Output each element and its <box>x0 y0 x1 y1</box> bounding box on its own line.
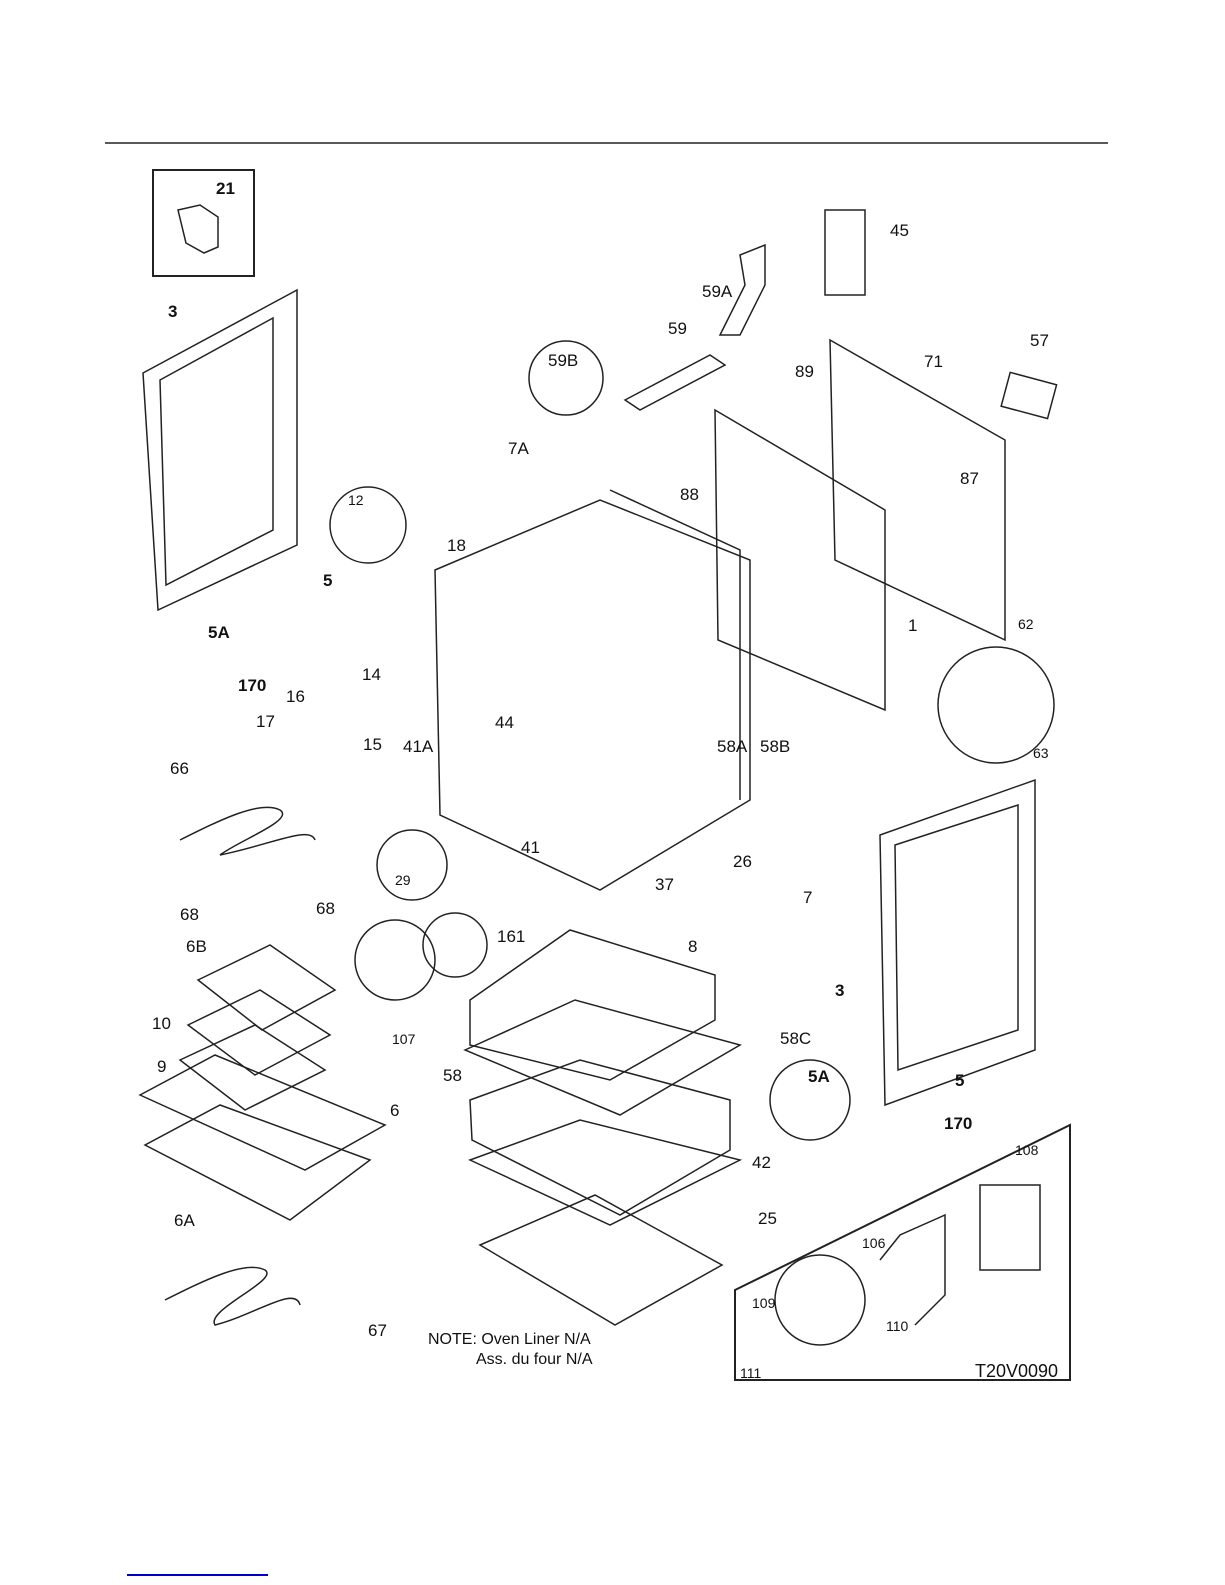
part-label: 16 <box>286 688 305 705</box>
left-door-window <box>160 318 273 585</box>
part-label: 9 <box>157 1058 166 1075</box>
motor-108 <box>980 1185 1040 1270</box>
part-label: 59A <box>702 283 732 300</box>
part-label: 57 <box>1030 332 1049 349</box>
part-label: 41A <box>403 738 433 755</box>
part-label: 88 <box>680 486 699 503</box>
part-label: 68 <box>316 900 335 917</box>
insulation-58c <box>465 1000 740 1115</box>
part-label: 10 <box>152 1015 171 1032</box>
part-label: 3 <box>835 982 844 999</box>
inset-box-21 <box>153 170 254 276</box>
part-label: 3 <box>168 303 177 320</box>
part-label: 5 <box>323 572 332 589</box>
right-door <box>880 780 1035 1105</box>
part-label: 58A <box>717 738 747 755</box>
part-label: 6B <box>186 938 207 955</box>
part-label: 62 <box>1018 617 1034 631</box>
part-label: 7 <box>803 889 812 906</box>
part-label: 26 <box>733 853 752 870</box>
part-label: 59B <box>548 352 578 369</box>
part-label: 106 <box>862 1236 885 1250</box>
part-label: 63 <box>1033 746 1049 760</box>
part-label: 44 <box>495 714 514 731</box>
broil-pan-9 <box>180 1025 325 1110</box>
bracket-106 <box>880 1215 945 1325</box>
part-label: 15 <box>363 736 382 753</box>
part-label: 66 <box>170 760 189 777</box>
fan-cover-107 <box>355 920 435 1000</box>
callout-29 <box>377 830 447 900</box>
fan-blade-109 <box>775 1255 865 1345</box>
part-label: 109 <box>752 1296 775 1310</box>
part-label: 8 <box>688 938 697 955</box>
bottom-panel-25 <box>480 1195 722 1325</box>
part-label: 5A <box>808 1068 830 1085</box>
part-label: 37 <box>655 876 674 893</box>
note-line-1: NOTE: Oven Liner N/A <box>428 1330 591 1350</box>
part-label: 87 <box>960 470 979 487</box>
part-label: 67 <box>368 1322 387 1339</box>
part-label: 25 <box>758 1210 777 1227</box>
callout-12 <box>330 487 406 563</box>
part-label: 71 <box>924 353 943 370</box>
part-label: 170 <box>944 1115 972 1132</box>
note-line-2: Ass. du four N/A <box>476 1350 593 1370</box>
rack-6a <box>145 1105 370 1220</box>
part-label: 42 <box>752 1154 771 1171</box>
left-door <box>143 290 297 610</box>
part-label: 29 <box>395 873 411 887</box>
element-67 <box>165 1267 300 1325</box>
part-label: 45 <box>890 222 909 239</box>
part-label: 6A <box>174 1212 195 1229</box>
plate-57 <box>1001 372 1056 418</box>
part-label: 89 <box>795 363 814 380</box>
part-label: 161 <box>497 928 525 945</box>
part-21-bracket <box>178 205 218 253</box>
part-label: 21 <box>216 180 235 197</box>
part-label: 68 <box>180 906 199 923</box>
part-label: 6 <box>390 1102 399 1119</box>
part-label: 58 <box>443 1067 462 1084</box>
part-label: 18 <box>447 537 466 554</box>
part-label: 59 <box>668 320 687 337</box>
part-label: 17 <box>256 713 275 730</box>
drawing-code: T20V0090 <box>975 1361 1058 1382</box>
part-45-box <box>825 210 865 295</box>
panel-42 <box>470 1120 740 1225</box>
part-label: 7A <box>508 440 529 457</box>
insulation-58 <box>470 1060 730 1215</box>
part-label: 41 <box>521 839 540 856</box>
part-label: 111 <box>740 1366 761 1380</box>
part-label: 12 <box>348 493 364 507</box>
part-label: 14 <box>362 666 381 683</box>
right-door-window <box>895 805 1018 1070</box>
part-label: 58B <box>760 738 790 755</box>
element-66 <box>180 807 315 855</box>
part-label: 5A <box>208 624 230 641</box>
part-label: 1 <box>908 617 917 634</box>
duct-59 <box>625 355 725 410</box>
part-label: 5 <box>955 1072 964 1089</box>
part-label: 108 <box>1015 1143 1038 1157</box>
broil-pan-10 <box>188 990 330 1075</box>
oven-liner <box>435 500 750 890</box>
part-label: 170 <box>238 677 266 694</box>
rack-6b <box>198 945 335 1030</box>
underline-link[interactable] <box>127 1574 268 1576</box>
rear-cover-71 <box>830 340 1005 640</box>
part-label: 110 <box>886 1319 908 1333</box>
inset-box-convection <box>735 1125 1070 1380</box>
part-label: 107 <box>392 1032 415 1046</box>
part-label: 58C <box>780 1030 811 1047</box>
